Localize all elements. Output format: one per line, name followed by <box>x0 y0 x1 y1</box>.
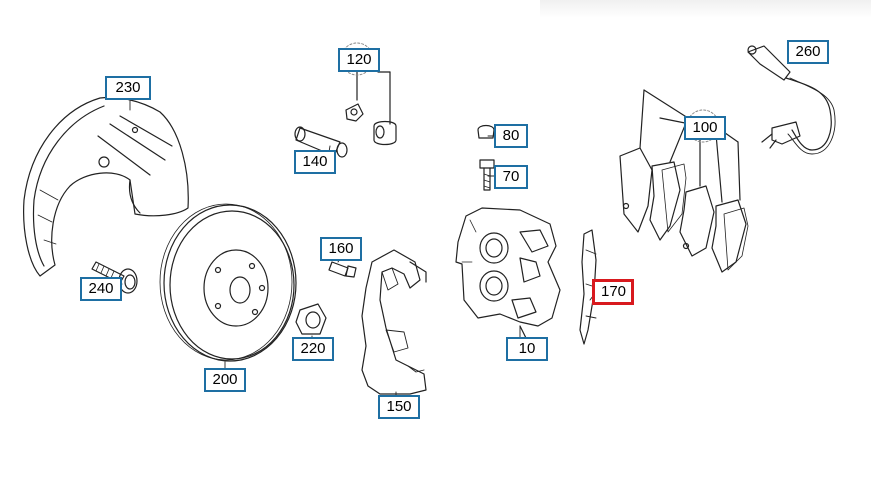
wear-sensor-part[interactable] <box>747 45 836 155</box>
callout-70[interactable]: 70 <box>494 165 528 189</box>
brake-pads-part[interactable] <box>619 89 749 273</box>
bleeder-screw-part[interactable] <box>479 159 495 191</box>
brake-disc-part[interactable] <box>159 203 297 362</box>
caliper-bracket-part[interactable] <box>361 249 427 395</box>
guide-bushing-part[interactable] <box>345 71 397 146</box>
callout-10[interactable]: 10 <box>506 337 548 361</box>
callout-260[interactable]: 260 <box>787 40 829 64</box>
splash-shield-part[interactable] <box>23 96 189 277</box>
callout-160[interactable]: 160 <box>320 237 362 261</box>
carrier-bolt-part[interactable] <box>328 261 357 278</box>
top-shadow <box>540 0 871 18</box>
callout-200[interactable]: 200 <box>204 368 246 392</box>
brake-caliper-part[interactable] <box>455 207 561 339</box>
callout-170-highlighted[interactable]: 170 <box>592 279 634 305</box>
callout-150[interactable]: 150 <box>378 395 420 419</box>
wheel-nut-part[interactable] <box>295 303 327 335</box>
callout-240[interactable]: 240 <box>80 277 122 301</box>
callout-100[interactable]: 100 <box>684 116 726 140</box>
callout-80[interactable]: 80 <box>494 124 528 148</box>
dust-cap-part[interactable] <box>477 124 495 139</box>
callout-120[interactable]: 120 <box>338 48 380 72</box>
callout-230[interactable]: 230 <box>105 76 151 100</box>
callout-220[interactable]: 220 <box>292 337 334 361</box>
callout-140[interactable]: 140 <box>294 150 336 174</box>
